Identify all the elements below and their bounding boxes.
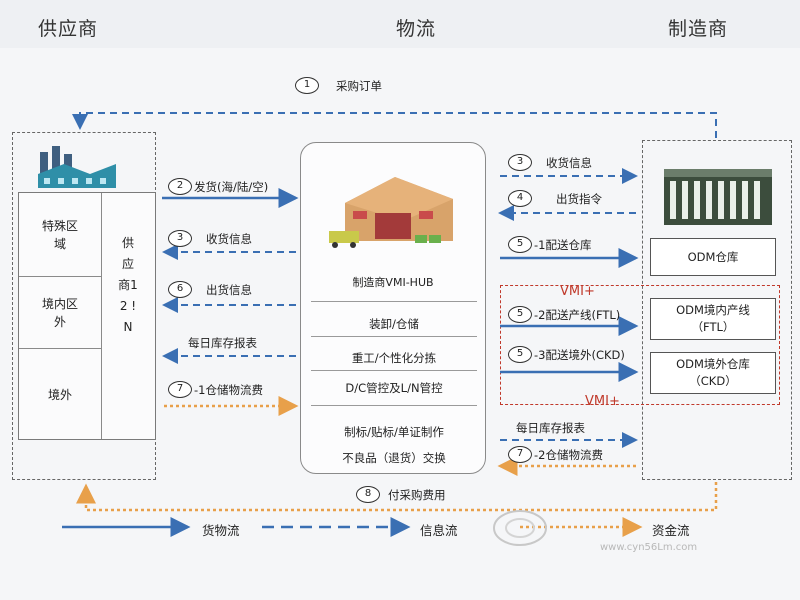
odm-overseas-warehouse-box: ODM境外仓库 （CKD） [650,352,776,394]
hub-function-5: 不良品（退货）交换 [342,451,446,465]
odm-domestic-line-box: ODM境内产线 （FTL） [650,298,776,340]
supplier-vertical-label: 供应商1 2 ! N [118,236,138,334]
hub-divider [311,301,477,302]
step-badge-7-left: 7 [168,381,192,398]
odm-warehouse-box: ODM仓库 [650,238,776,276]
label-recv-info-right: 收货信息 [546,156,592,170]
label-dist-warehouse: -1配送仓库 [534,238,592,252]
label-out-cmd: 出货指令 [556,192,602,206]
hub-function-3: D/C管控及L/N管控 [345,381,443,395]
supplier-region-table: 特殊区域 境内区外 境外 供应商1 2 ! N [18,192,156,440]
header-manufacturer: 制造商 [668,18,729,40]
step-badge-3-left: 3 [168,230,192,247]
hub-function-4: 制标/贴标/单证制作 [344,425,444,439]
watermark-logo-icon [493,510,547,546]
label-dist-overseas: -3配送境外(CKD) [534,348,625,362]
label-daily-report-left: 每日库存报表 [188,336,257,350]
factory-icon [38,146,116,188]
step-badge-7-right: 7 [508,446,532,463]
label-out-info-left: 出货信息 [206,283,252,297]
label-storage-fee-right: -2仓储物流费 [534,448,603,462]
arrow-purchase-order [72,112,717,138]
step-badge-3-right: 3 [508,154,532,171]
header-supplier: 供应商 [38,18,99,40]
hub-divider [311,370,477,371]
hub-divider [311,405,477,406]
office-building-icon [664,169,772,225]
step-badge-6: 6 [168,281,192,298]
vmi-plus-label-bottom: VMI+ [585,394,620,409]
label-storage-fee-left: -1仓储物流费 [194,383,263,397]
region-domestic-outside: 境内区外 [19,277,101,349]
watermark-url: www.cyn56Lm.com [600,542,698,553]
hub-function-2: 重工/个性化分拣 [351,351,437,365]
supplier-table-divider [101,193,102,439]
manufacturer-box [642,140,792,480]
region-special: 特殊区域 [19,193,101,277]
label-payment: 付采购费用 [388,488,446,502]
hub-function-1: 装卸/仓储 [369,317,419,331]
step-badge-1: 1 [295,77,319,94]
region-overseas: 境外 [47,388,72,402]
label-recv-info-left: 收货信息 [206,232,252,246]
hub-divider [311,336,477,337]
arrow-payment [76,482,718,512]
vmi-hub: 制造商VMI-HUB 装卸/仓储 重工/个性化分拣 D/C管控及L/N管控 制标… [300,142,486,474]
step-badge-5-3: 5 [508,346,532,363]
label-dist-line: -2配送产线(FTL) [534,308,621,322]
vmi-plus-region [500,285,780,405]
label-purchase-order: 采购订单 [336,79,382,93]
header-logistics: 物流 [396,18,437,40]
step-badge-4: 4 [508,190,532,207]
step-badge-8: 8 [356,486,380,503]
hub-title: 制造商VMI-HUB [352,276,434,289]
header-band: 供应商 物流 制造商 [0,0,800,48]
step-badge-5-2: 5 [508,306,532,323]
step-badge-5-1: 5 [508,236,532,253]
label-ship: 发货(海/陆/空) [194,180,269,194]
legend-fund-label: 资金流 [652,523,690,538]
step-badge-2: 2 [168,178,192,195]
label-daily-report-right: 每日库存报表 [516,421,585,435]
warehouse-icon [329,177,453,248]
legend-info-label: 信息流 [420,523,458,538]
vmi-plus-label-top: VMI+ [560,284,595,299]
legend-goods-label: 货物流 [202,523,240,538]
